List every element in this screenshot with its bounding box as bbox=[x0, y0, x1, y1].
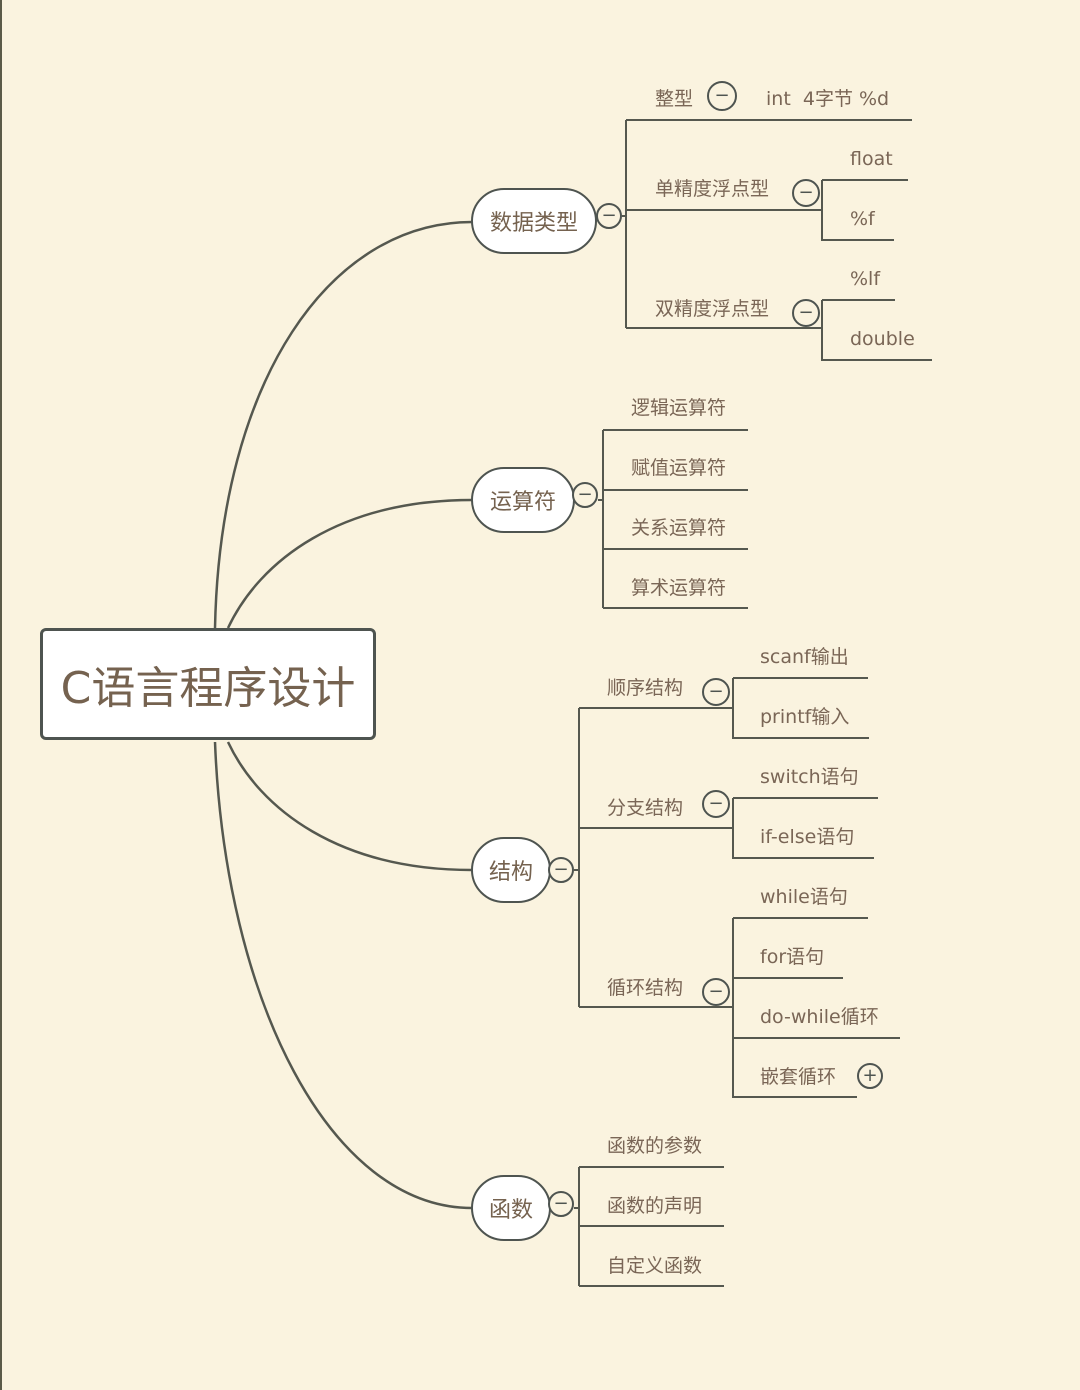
plus-icon: + bbox=[862, 1065, 878, 1086]
node-do-while[interactable]: do-while循环 bbox=[760, 1006, 879, 1028]
minus-icon: − bbox=[601, 205, 617, 226]
expand-nested-loop-button[interactable]: + bbox=[857, 1063, 883, 1089]
collapse-integer-button[interactable]: − bbox=[707, 81, 737, 111]
node-custom-function[interactable]: 自定义函数 bbox=[607, 1255, 703, 1277]
collapse-single-float-button[interactable]: − bbox=[792, 179, 820, 207]
connector-branch-bracket bbox=[732, 797, 878, 859]
connector-datatype-bracket bbox=[622, 119, 912, 329]
connector-sequence-bracket bbox=[732, 677, 869, 739]
connector-root-function bbox=[213, 741, 473, 1210]
minus-icon: − bbox=[708, 681, 724, 702]
minus-icon: − bbox=[714, 85, 730, 106]
collapse-operators-button[interactable]: − bbox=[572, 482, 598, 508]
collapse-datatype-button[interactable]: − bbox=[596, 203, 622, 229]
root-label: C语言程序设计 bbox=[60, 663, 356, 714]
node-while[interactable]: while语句 bbox=[760, 886, 848, 908]
collapse-structure-button[interactable]: − bbox=[548, 857, 574, 883]
connector-structure-bracket bbox=[574, 707, 732, 1008]
connector-operators-bracket bbox=[598, 429, 748, 609]
node-if-else[interactable]: if-else语句 bbox=[760, 826, 855, 848]
topic-data-types[interactable]: 数据类型 bbox=[471, 188, 597, 254]
node-percent-f[interactable]: %f bbox=[850, 208, 875, 230]
collapse-double-float-button[interactable]: − bbox=[792, 299, 820, 327]
collapse-branch-button[interactable]: − bbox=[702, 790, 730, 818]
minus-icon: − bbox=[553, 859, 569, 880]
minus-icon: − bbox=[708, 793, 724, 814]
topic-label: 运算符 bbox=[489, 490, 556, 515]
node-nested-loop[interactable]: 嵌套循环 bbox=[760, 1066, 837, 1088]
connector-root-datatype bbox=[213, 220, 473, 629]
node-integer[interactable]: 整型 bbox=[655, 88, 694, 110]
topic-structure[interactable]: 结构 bbox=[471, 837, 551, 903]
node-int-4byte[interactable]: int 4字节 %d bbox=[766, 88, 890, 110]
node-printf[interactable]: printf输入 bbox=[760, 706, 850, 728]
node-double-float[interactable]: 双精度浮点型 bbox=[655, 298, 770, 320]
connector-double-bracket bbox=[821, 299, 932, 361]
topic-label: 数据类型 bbox=[489, 211, 578, 236]
node-sequence-structure[interactable]: 顺序结构 bbox=[607, 677, 684, 699]
node-percent-lf[interactable]: %lf bbox=[850, 268, 881, 290]
minus-icon: − bbox=[798, 302, 814, 323]
connector-function-bracket bbox=[574, 1166, 724, 1287]
minus-icon: − bbox=[708, 981, 724, 1002]
collapse-loop-button[interactable]: − bbox=[702, 978, 730, 1006]
topic-label: 函数 bbox=[488, 1198, 533, 1223]
node-double[interactable]: double bbox=[850, 328, 915, 350]
connector-float-bracket bbox=[821, 179, 908, 241]
node-assignment-operators[interactable]: 赋值运算符 bbox=[631, 457, 727, 479]
minus-icon: − bbox=[798, 182, 814, 203]
node-branch-structure[interactable]: 分支结构 bbox=[607, 797, 684, 819]
node-single-float[interactable]: 单精度浮点型 bbox=[655, 178, 770, 200]
node-function-params[interactable]: 函数的参数 bbox=[607, 1135, 703, 1157]
node-scanf[interactable]: scanf输出 bbox=[760, 646, 849, 668]
node-logical-operators[interactable]: 逻辑运算符 bbox=[631, 397, 727, 419]
minus-icon: − bbox=[553, 1193, 569, 1214]
collapse-sequence-button[interactable]: − bbox=[702, 678, 730, 706]
connector-root-operators bbox=[226, 498, 473, 629]
window-edge bbox=[0, 0, 2, 1390]
topic-functions[interactable]: 函数 bbox=[471, 1175, 551, 1241]
node-float[interactable]: float bbox=[850, 148, 893, 170]
node-relational-operators[interactable]: 关系运算符 bbox=[631, 517, 727, 539]
connector-loop-bracket bbox=[732, 917, 900, 1098]
topic-label: 结构 bbox=[488, 860, 533, 885]
minus-icon: − bbox=[577, 484, 593, 505]
collapse-functions-button[interactable]: − bbox=[548, 1191, 574, 1217]
root-node[interactable]: C语言程序设计 bbox=[40, 628, 376, 740]
topic-operators[interactable]: 运算符 bbox=[471, 467, 575, 533]
node-switch[interactable]: switch语句 bbox=[760, 766, 859, 788]
node-function-declaration[interactable]: 函数的声明 bbox=[607, 1195, 703, 1217]
node-for[interactable]: for语句 bbox=[760, 946, 825, 968]
connector-root-structure bbox=[226, 741, 473, 872]
node-loop-structure[interactable]: 循环结构 bbox=[607, 977, 684, 999]
node-arithmetic-operators[interactable]: 算术运算符 bbox=[631, 577, 727, 599]
